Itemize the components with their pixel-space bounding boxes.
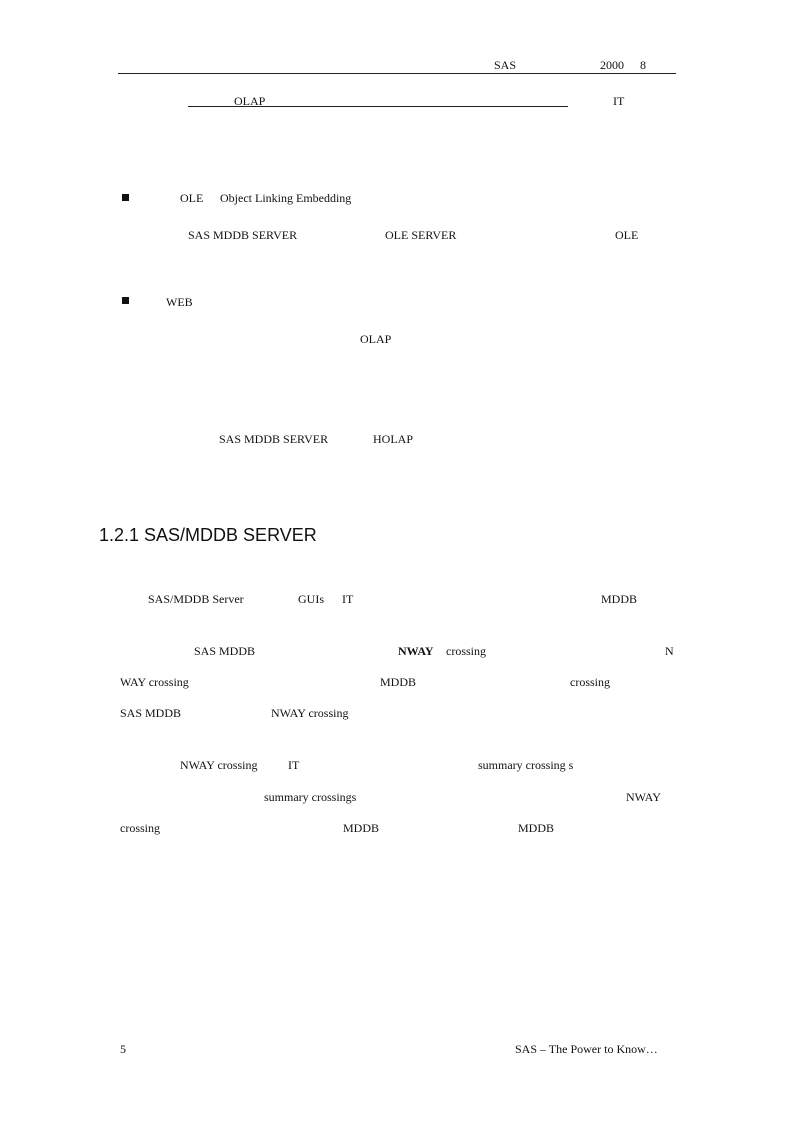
p3-mddb1: MDDB	[343, 821, 380, 835]
section-heading: 1.2.1 SAS/MDDB SERVER	[99, 525, 317, 545]
holap-text: HOLAP	[373, 432, 414, 446]
olap-text: OLAP	[234, 94, 266, 108]
olap-it-text: IT	[613, 94, 625, 108]
ole-sas-server: SAS MDDB SERVER	[188, 228, 298, 242]
p1-guis: GUIs	[298, 592, 324, 606]
header-rule	[118, 73, 676, 74]
ole-server-text: OLE SERVER	[385, 228, 457, 242]
header-month: 8	[640, 58, 646, 72]
p3-nway: NWAY	[626, 790, 661, 804]
header-title: SAS	[494, 58, 517, 72]
p2-crossing2: crossing	[570, 675, 610, 689]
p2-mddb: MDDB	[380, 675, 417, 689]
p2-n: N	[665, 644, 674, 658]
web-label: WEB	[166, 295, 193, 309]
holap-sas-server: SAS MDDB SERVER	[219, 432, 329, 446]
p2-nway-crossing: NWAY crossing	[271, 706, 349, 720]
olap-underline	[188, 106, 568, 107]
footer-page-number: 5	[120, 1042, 126, 1056]
p1-mddb: MDDB	[601, 592, 638, 606]
p1-server: SAS/MDDB Server	[148, 592, 244, 606]
bullet-square-icon	[122, 194, 129, 201]
p2-nway: NWAY	[398, 644, 434, 658]
p2-way-crossing: WAY crossing	[120, 675, 189, 689]
p3-summary2: summary crossings	[264, 790, 357, 804]
header-year: 2000	[600, 58, 624, 72]
p2-sas-mddb: SAS MDDB	[194, 644, 256, 658]
ole-description: Object Linking Embedding	[220, 191, 352, 205]
p1-it: IT	[342, 592, 354, 606]
p3-it: IT	[288, 758, 300, 772]
bullet-square-icon	[122, 297, 129, 304]
p3-mddb2: MDDB	[518, 821, 555, 835]
ole-label: OLE	[180, 191, 204, 205]
p3-summary1: summary crossing s	[478, 758, 574, 772]
p2-sas-mddb2: SAS MDDB	[120, 706, 182, 720]
ole-text: OLE	[615, 228, 639, 242]
web-olap-text: OLAP	[360, 332, 392, 346]
p3-nway-crossing: NWAY crossing	[180, 758, 258, 772]
footer-tagline: SAS – The Power to Know…	[515, 1042, 658, 1056]
p3-crossing: crossing	[120, 821, 160, 835]
p2-crossing: crossing	[446, 644, 486, 658]
